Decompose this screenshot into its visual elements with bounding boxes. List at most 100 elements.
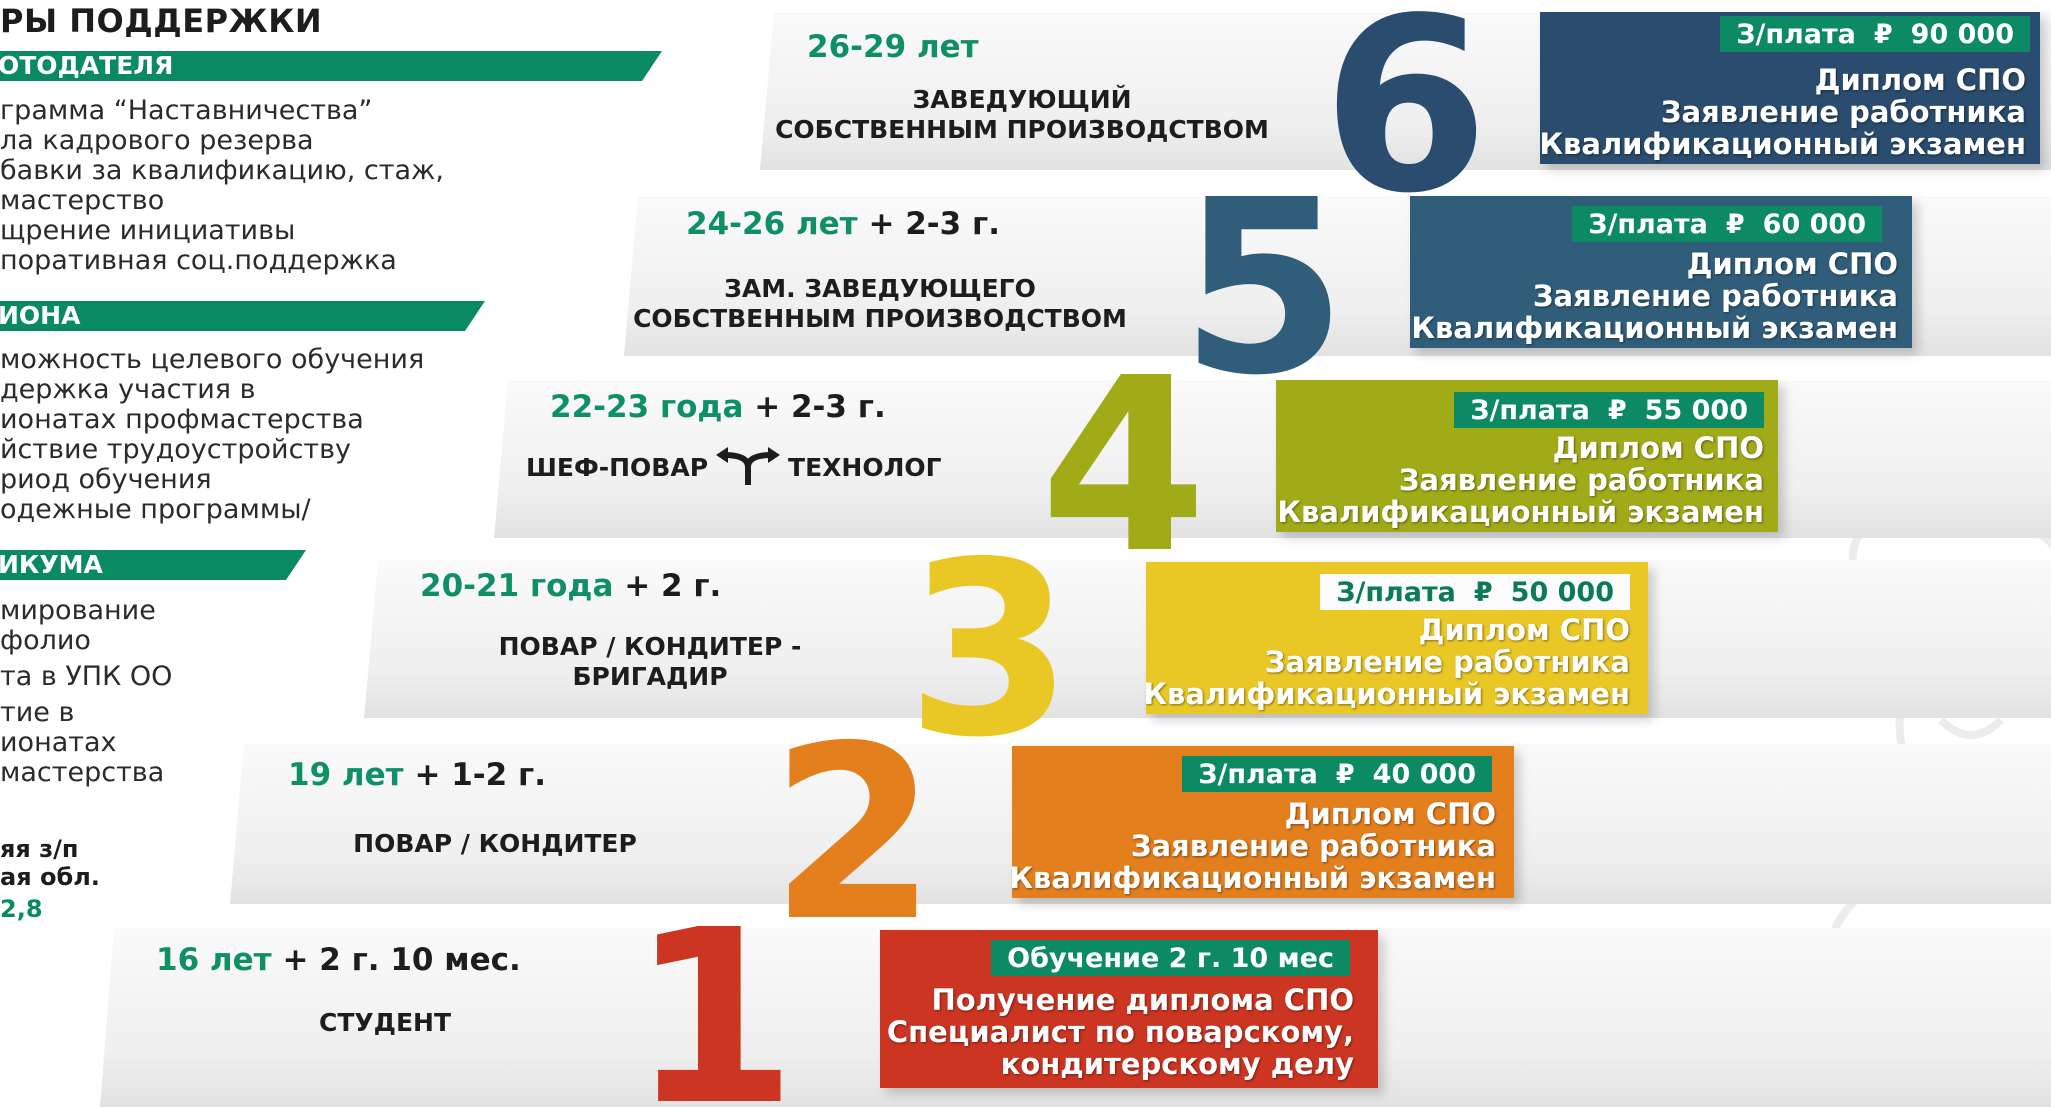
support-group-1-band: ОТОДАТЕЛЯ bbox=[0, 51, 662, 81]
avg-salary-label-line1: яя з/п bbox=[0, 835, 79, 863]
requirement-item: Квалификационный экзамен bbox=[1277, 495, 1764, 529]
step-2-number: 2 bbox=[770, 694, 937, 974]
ruble-icon: ₽ bbox=[1473, 576, 1493, 608]
age-duration: + 2 г. bbox=[624, 568, 722, 604]
step-2-role: ПОВАР / КОНДИТЕР bbox=[270, 829, 720, 859]
requirement-item: Заявление работника bbox=[1398, 463, 1764, 497]
age-duration: + 2 г. 10 мес. bbox=[282, 942, 521, 978]
step-6-role: ЗАВЕДУЮЩИЙ СОБСТВЕННЫМ ПРОИЗВОДСТВОМ bbox=[762, 85, 1282, 145]
step-5-role: ЗАМ. ЗАВЕДУЮЩЕГО СОБСТВЕННЫМ ПРОИЗВОДСТВ… bbox=[620, 274, 1140, 334]
salary-amount: 55 000 bbox=[1644, 394, 1748, 426]
support-group-3-list: мирование фолио та в УПК ОО тие в ионата… bbox=[0, 596, 172, 788]
salary-amount: 90 000 bbox=[1910, 18, 2014, 50]
step-3-age: 20-21 года + 2 г. bbox=[420, 568, 721, 604]
list-item: мирование bbox=[0, 595, 156, 626]
step-1-role: СТУДЕНТ bbox=[200, 1008, 570, 1038]
list-item: мастерства bbox=[0, 757, 165, 788]
step-6-age: 26-29 лет bbox=[807, 29, 979, 65]
requirement-item: Диплом СПО bbox=[1418, 613, 1630, 647]
step-5-number: 5 bbox=[1180, 148, 1347, 428]
salary-label: З/плата bbox=[1336, 576, 1456, 608]
step-3-salary-badge: З/плата ₽ 50 000 bbox=[1320, 574, 1630, 610]
age-duration: + 1-2 г. bbox=[414, 757, 546, 793]
salary-amount: 40 000 bbox=[1372, 758, 1476, 790]
step-3-role: ПОВАР / КОНДИТЕР - БРИГАДИР bbox=[400, 632, 900, 692]
list-item: ионатах профмастерства bbox=[0, 404, 364, 435]
ruble-icon: ₽ bbox=[1725, 208, 1745, 240]
study-duration-label: Обучение 2 г. 10 мес bbox=[1007, 942, 1334, 974]
list-item: та в УПК ОО bbox=[0, 661, 173, 692]
support-group-3-band: ИКУМА bbox=[0, 550, 306, 580]
step-2-salary-badge: З/плата ₽ 40 000 bbox=[1182, 756, 1492, 792]
role-line: ЗАВЕДУЮЩИЙ bbox=[912, 85, 1132, 114]
age-value: 24-26 лет bbox=[686, 206, 858, 242]
requirement-item: Заявление работника bbox=[1532, 279, 1898, 313]
step-1-study-badge: Обучение 2 г. 10 мес bbox=[991, 940, 1350, 976]
role-right: ТЕХНОЛОГ bbox=[788, 452, 942, 482]
step-5-age: 24-26 лет + 2-3 г. bbox=[686, 206, 1000, 242]
step-6-number: 6 bbox=[1322, 0, 1489, 246]
list-item: одежные программы/ bbox=[0, 494, 311, 525]
requirement-item: кондитерскому делу bbox=[1000, 1047, 1354, 1081]
step-4-panel: З/плата ₽ 55 000 Диплом СПО Заявление ра… bbox=[1276, 380, 1778, 532]
step-4-number: 4 bbox=[1040, 326, 1207, 606]
age-value: 19 лет bbox=[288, 757, 404, 793]
branch-arrow-icon bbox=[716, 447, 781, 485]
requirement-item: Диплом СПО bbox=[1814, 63, 2026, 97]
requirement-item: Заявление работника bbox=[1264, 645, 1630, 679]
step-2-requirements: Диплом СПО Заявление работника Квалифика… bbox=[1009, 798, 1496, 894]
list-item: щрение инициативы bbox=[0, 215, 296, 246]
requirement-item: Получение диплома СПО bbox=[931, 983, 1354, 1017]
list-item: можность целевого обучения bbox=[0, 344, 425, 375]
role-line: ЗАМ. ЗАВЕДУЮЩЕГО bbox=[724, 274, 1036, 303]
step-6-panel: З/плата ₽ 90 000 Диплом СПО Заявление ра… bbox=[1539, 12, 2040, 164]
avg-salary-value: 2,8 bbox=[0, 895, 43, 923]
role-line: ПОВАР / КОНДИТЕР bbox=[353, 829, 637, 858]
list-item: йствие трудоустройству bbox=[0, 434, 352, 465]
support-heading: РЫ ПОДДЕРЖКИ bbox=[0, 2, 323, 40]
list-item: бавки за квалификацию, стаж, bbox=[0, 155, 444, 186]
role-line: ПОВАР / КОНДИТЕР - bbox=[498, 632, 802, 661]
list-item: риод обучения bbox=[0, 464, 212, 495]
step-1-number: 1 bbox=[630, 878, 797, 1107]
support-group-2-list: можность целевого обучения держка участи… bbox=[0, 345, 424, 525]
ruble-icon: ₽ bbox=[1607, 394, 1627, 426]
requirement-item: Диплом СПО bbox=[1552, 431, 1764, 465]
step-6-requirements: Диплом СПО Заявление работника Квалифика… bbox=[1539, 64, 2026, 160]
role-line: СОБСТВЕННЫМ ПРОИЗВОДСТВОМ bbox=[775, 115, 1269, 144]
step-2-age: 19 лет + 1-2 г. bbox=[288, 757, 546, 793]
requirement-item: Квалификационный экзамен bbox=[1539, 127, 2026, 161]
age-duration: + 2-3 г. bbox=[754, 389, 886, 425]
ruble-icon: ₽ bbox=[1335, 758, 1355, 790]
role-left: ШЕФ-ПОВАР bbox=[526, 452, 709, 482]
support-group-1-title: ОТОДАТЕЛЯ bbox=[0, 51, 174, 80]
step-5-requirements: Диплом СПО Заявление работника Квалифика… bbox=[1411, 248, 1898, 344]
step-5-salary-badge: З/плата ₽ 60 000 bbox=[1572, 206, 1882, 242]
step-3-requirements: Диплом СПО Заявление работника Квалифика… bbox=[1143, 614, 1630, 710]
list-item: тие в bbox=[0, 697, 75, 728]
salary-label: З/плата bbox=[1588, 208, 1708, 240]
step-5-panel: З/плата ₽ 60 000 Диплом СПО Заявление ра… bbox=[1410, 196, 1912, 348]
salary-amount: 50 000 bbox=[1510, 576, 1614, 608]
step-1-panel: Обучение 2 г. 10 мес Получение диплома С… bbox=[880, 930, 1378, 1088]
list-item: грамма “Наставничества” bbox=[0, 95, 373, 126]
salary-label: З/плата bbox=[1198, 758, 1318, 790]
list-item: поративная соц.поддержка bbox=[0, 245, 397, 276]
list-item: ионатах bbox=[0, 727, 117, 758]
support-group-3-title: ИКУМА bbox=[0, 550, 103, 579]
requirement-item: Квалификационный экзамен bbox=[1143, 677, 1630, 711]
list-item: держка участия в bbox=[0, 374, 256, 405]
avg-salary-label-line2: ая обл. bbox=[0, 863, 100, 891]
list-item: мастерство bbox=[0, 185, 165, 216]
age-duration: + 2-3 г. bbox=[868, 206, 1000, 242]
support-group-2-band: ИОНА bbox=[0, 301, 485, 331]
age-value: 20-21 года bbox=[420, 568, 614, 604]
salary-label: З/плата bbox=[1470, 394, 1590, 426]
support-group-1-list: грамма “Наставничества” ла кадрового рез… bbox=[0, 96, 444, 276]
step-6-salary-badge: З/плата ₽ 90 000 bbox=[1720, 16, 2030, 52]
step-4-requirements: Диплом СПО Заявление работника Квалифика… bbox=[1277, 432, 1764, 528]
role-line: СОБСТВЕННЫМ ПРОИЗВОДСТВОМ bbox=[633, 304, 1127, 333]
role-line: БРИГАДИР bbox=[572, 662, 728, 691]
requirement-item: Диплом СПО bbox=[1284, 797, 1496, 831]
